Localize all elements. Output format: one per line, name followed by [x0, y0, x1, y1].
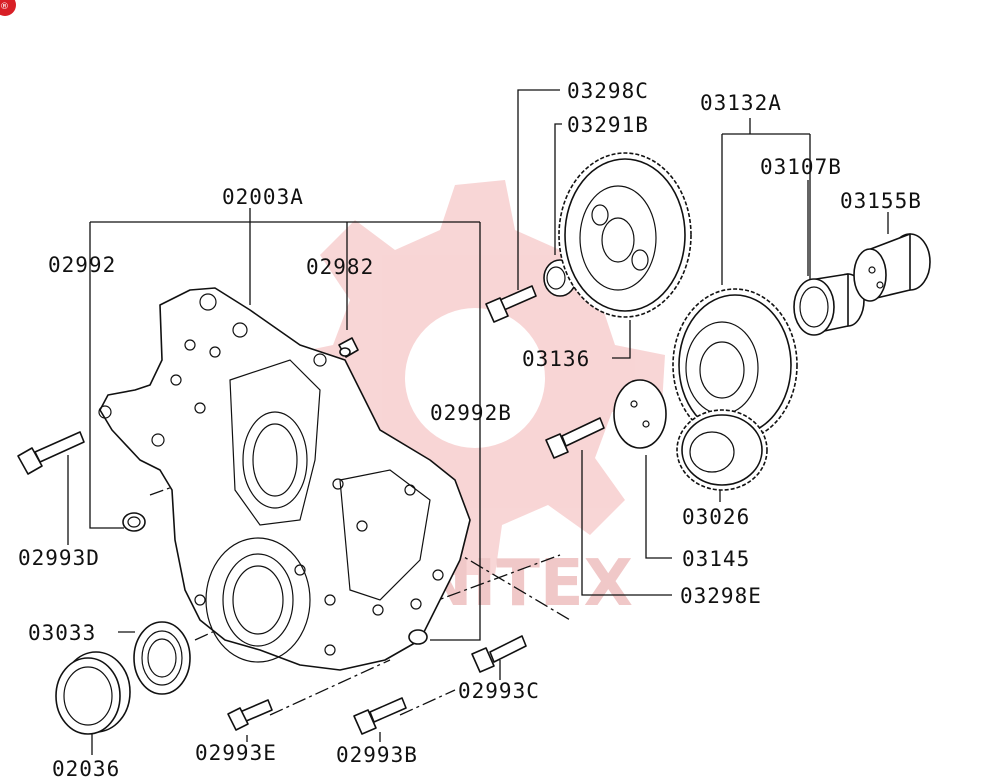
label-02982: 02982 — [306, 255, 374, 279]
label-03033: 03033 — [28, 621, 96, 645]
label-03298C: 03298C — [567, 79, 649, 103]
part-labels: 02003A 02992 02982 02992B 02993D 03033 0… — [18, 79, 922, 781]
sleeve-02992B — [408, 629, 428, 645]
label-03298E: 03298E — [680, 584, 762, 608]
label-03145: 03145 — [682, 547, 750, 571]
label-03026: 03026 — [682, 505, 750, 529]
label-02992B: 02992B — [430, 401, 512, 425]
bolt-02993E — [227, 699, 273, 731]
gear-03136 — [558, 152, 692, 318]
leader-lines — [67, 89, 889, 755]
label-02992: 02992 — [48, 253, 116, 277]
gear-03026 — [676, 409, 768, 491]
bolt-02993B — [353, 697, 407, 735]
label-02993E: 02993E — [195, 741, 277, 765]
plate-03145 — [613, 379, 667, 449]
bolt-02993C — [471, 635, 527, 673]
gear-case-housing — [98, 287, 471, 671]
sleeve-02992 — [122, 512, 146, 532]
bolt-03298E — [545, 417, 605, 459]
label-02993C: 02993C — [458, 679, 540, 703]
label-02003A: 02003A — [222, 185, 304, 209]
ring-02036 — [55, 651, 131, 735]
shaft-03155B — [853, 233, 931, 302]
label-03155B: 03155B — [840, 189, 922, 213]
label-03136: 03136 — [522, 347, 590, 371]
svg-text:®: ® — [0, 2, 9, 12]
brand-badge-icon: ® — [0, 0, 16, 16]
oil-seal-03033 — [133, 621, 191, 695]
label-02993B: 02993B — [336, 743, 418, 767]
label-03107B: 03107B — [760, 155, 842, 179]
label-03132A: 03132A — [700, 91, 782, 115]
label-02036: 02036 — [52, 757, 120, 781]
bushing-03107B — [793, 273, 865, 336]
gear-assembly-03132A — [672, 288, 798, 442]
label-02993D: 02993D — [18, 546, 100, 570]
label-03291B: 03291B — [567, 113, 649, 137]
dowel-pin-02982 — [338, 337, 359, 358]
bolt-02993D — [17, 431, 85, 475]
bolt-03298C — [485, 285, 537, 323]
